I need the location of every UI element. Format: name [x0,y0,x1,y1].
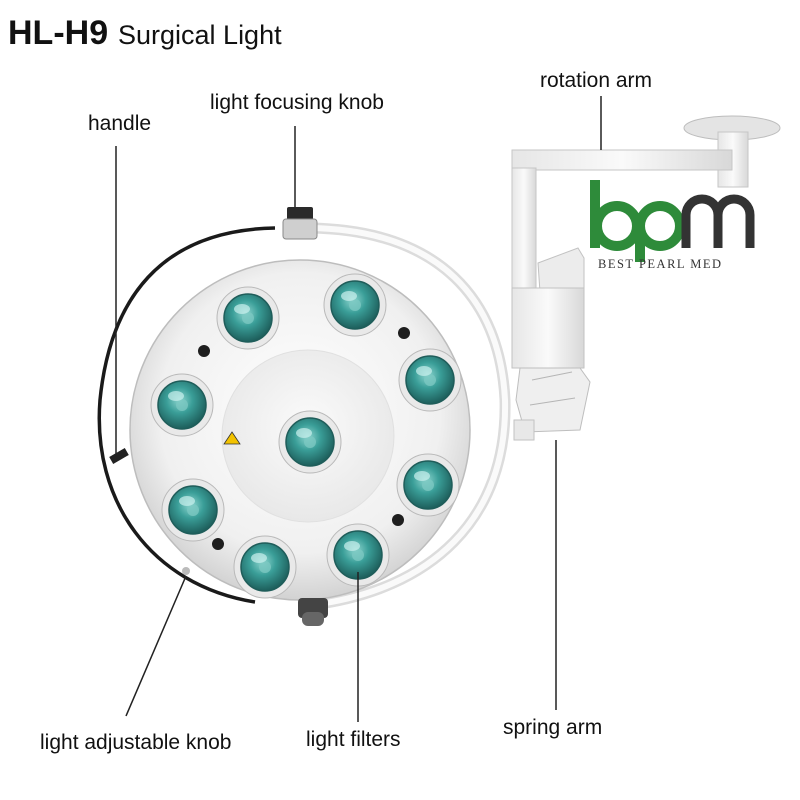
light-filter-lens [278,410,342,474]
pointer-lines [115,96,602,722]
light-filter-lens [150,373,214,437]
warning-triangle-icon [223,431,241,445]
rotation-arm [511,115,781,294]
label-rotation-arm: rotation arm [540,69,653,92]
brand-name: BEST PEARL MED [598,257,723,271]
pointer-adjustable-knob [125,575,187,717]
label-handle: handle [88,112,152,135]
light-filter-lens [233,535,297,599]
light-filter-lens [398,348,462,412]
label-spring-arm: spring arm [503,716,603,739]
bottom-knob [298,598,328,626]
sensor-dots [198,327,410,550]
sensor-dot [392,514,404,526]
light-filter-lens [216,286,280,350]
brand-logo [590,180,755,262]
model-title: HL-H9 [8,14,109,52]
light-filters-group [150,273,462,599]
focusing-knob [282,207,318,240]
light-filter-lens [323,273,387,337]
sensor-dot [212,538,224,550]
label-adjustable-knob: light adjustable knob [40,731,232,754]
spring-arm [511,247,591,441]
light-filter-lens [161,478,225,542]
side-knob [182,567,190,575]
label-focusing-knob: light focusing knob [210,91,384,114]
light-filter-lens [396,453,460,517]
sensor-dot [198,345,210,357]
product-name: Surgical Light [118,20,282,50]
handle-clip [109,448,129,464]
sensor-dot [398,327,410,339]
handle-cable [97,226,276,604]
label-filters: light filters [306,728,401,751]
